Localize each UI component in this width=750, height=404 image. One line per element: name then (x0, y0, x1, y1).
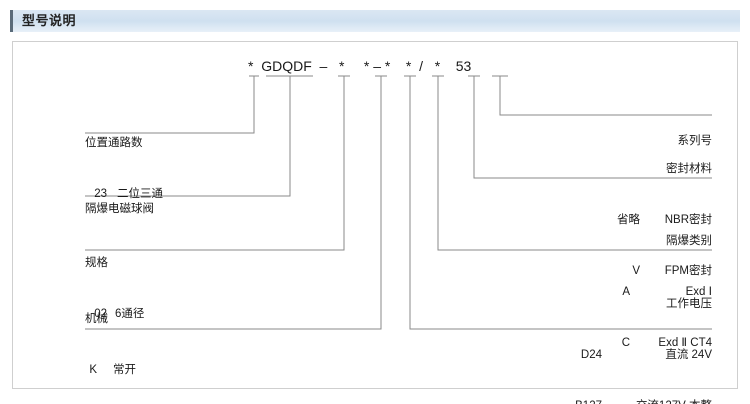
label-block-explosion-proof: 隔爆类别 A Exd Ⅰ C Exd Ⅱ CT4 (432, 199, 712, 386)
entry-desc: 常开 (113, 364, 136, 376)
section-header-bar (10, 10, 740, 32)
page-title: 型号说明 (22, 13, 77, 28)
entry-code: B127 (550, 398, 602, 404)
model-code-string: * GDQDF – * * – * * / * 53 (248, 58, 472, 74)
entry-desc: Exd Ⅰ (685, 286, 712, 298)
entry-row: A Exd Ⅰ (432, 284, 712, 301)
entry-desc: NBR密封 (664, 214, 712, 226)
label-block-seal: 密封材料 省略 NBR密封 V FPM密封 (432, 127, 712, 314)
label-block-mechanical: 机械 K常开 B常闭 (85, 277, 136, 404)
entry-desc: 直流 24V (665, 349, 712, 361)
block-title: 规格 (85, 257, 108, 269)
entry-code: 23 (94, 188, 107, 200)
entry-code: A (622, 286, 630, 298)
entry-desc: Exd Ⅱ CT4 (658, 337, 712, 349)
entry-code: V (632, 265, 640, 277)
block-title: 密封材料 (666, 163, 712, 175)
entry-row: C Exd Ⅱ CT4 (432, 335, 712, 352)
entry-code: 02 (94, 308, 107, 320)
label-block-series: 系列号 (432, 99, 713, 184)
entry-code: 省略 (617, 214, 640, 226)
header-accent-bar (10, 10, 13, 32)
entry-desc: 二位三通 (117, 188, 163, 200)
entry-row: 02 6通径 (85, 306, 144, 323)
entry-row: B127交流127V 本整 (412, 398, 712, 404)
entry-code: D24 (580, 349, 602, 361)
label-block-position: 位置通路数 23 二位三通 (85, 101, 163, 237)
entry-code: C (621, 337, 630, 349)
block-title: 系列号 (677, 135, 713, 147)
entry-row: V FPM密封 (432, 263, 712, 280)
label-block-valve: 隔爆电磁球阀 (85, 167, 154, 252)
entry-desc: FPM密封 (664, 265, 712, 277)
entry-desc: 6通径 (115, 308, 145, 320)
block-title: 隔爆类别 (666, 235, 712, 247)
entry-row: K 常开 (85, 362, 136, 379)
entry-row: D24 直流 24V (412, 347, 712, 364)
entry-code: K (89, 364, 97, 376)
label-block-spec: 规格 02 6通径 (85, 221, 144, 357)
entry-row: 省略 NBR密封 (432, 212, 712, 229)
entry-desc: 交流127V 本整 (602, 398, 712, 404)
block-title: 机械 (85, 313, 108, 325)
block-title: 工作电压 (666, 298, 712, 310)
block-title: 隔爆电磁球阀 (85, 203, 154, 215)
block-title: 位置通路数 (85, 137, 143, 149)
entry-row: 23 二位三通 (85, 186, 163, 203)
